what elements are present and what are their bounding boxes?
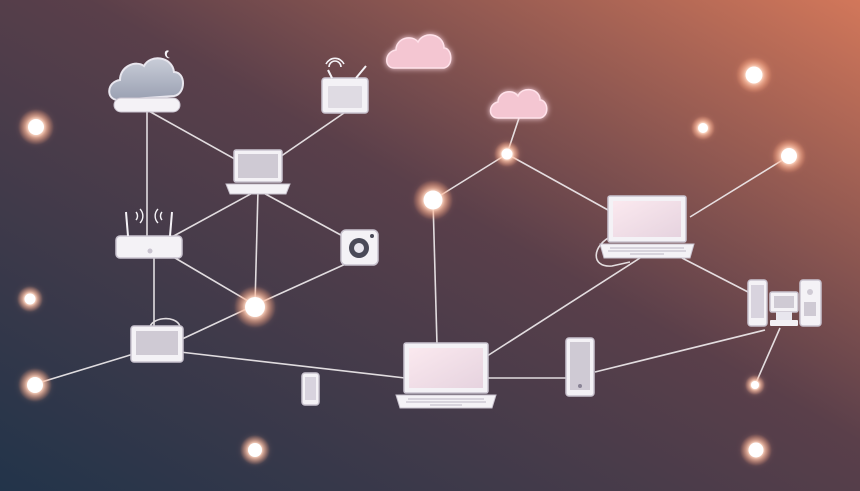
glow-node bbox=[413, 180, 453, 220]
laptop-icon bbox=[225, 149, 291, 195]
router-icon bbox=[115, 211, 183, 259]
speaker-icon bbox=[340, 229, 379, 266]
server-tower-icon bbox=[799, 279, 822, 327]
glow-node bbox=[740, 434, 772, 466]
connection-lines bbox=[34, 109, 790, 386]
desktop-tower-icon bbox=[769, 291, 799, 326]
server-tower-icon bbox=[565, 337, 595, 397]
cloud-icon bbox=[489, 88, 548, 119]
moon-icon bbox=[164, 50, 170, 59]
smartphone-icon bbox=[747, 279, 768, 327]
glow-node bbox=[494, 141, 520, 167]
wifi-icon bbox=[325, 57, 345, 68]
glow-node bbox=[772, 139, 806, 173]
glow-node bbox=[18, 109, 54, 145]
glow-node bbox=[240, 435, 270, 465]
glow-node bbox=[691, 116, 715, 140]
router-icon bbox=[321, 65, 369, 114]
glow-nodes bbox=[17, 57, 806, 466]
laptop-icon bbox=[599, 195, 695, 259]
glow-node bbox=[745, 375, 765, 395]
cloud-icon bbox=[108, 57, 184, 113]
glow-node bbox=[736, 57, 772, 93]
wifi-icon bbox=[135, 208, 163, 224]
glow-node bbox=[17, 286, 43, 312]
tablet-icon bbox=[130, 325, 184, 363]
smartphone-icon bbox=[301, 372, 320, 406]
glow-node bbox=[234, 286, 276, 328]
laptop-icon bbox=[395, 342, 497, 409]
cloud-icon bbox=[386, 34, 452, 69]
glow-node bbox=[18, 368, 52, 402]
